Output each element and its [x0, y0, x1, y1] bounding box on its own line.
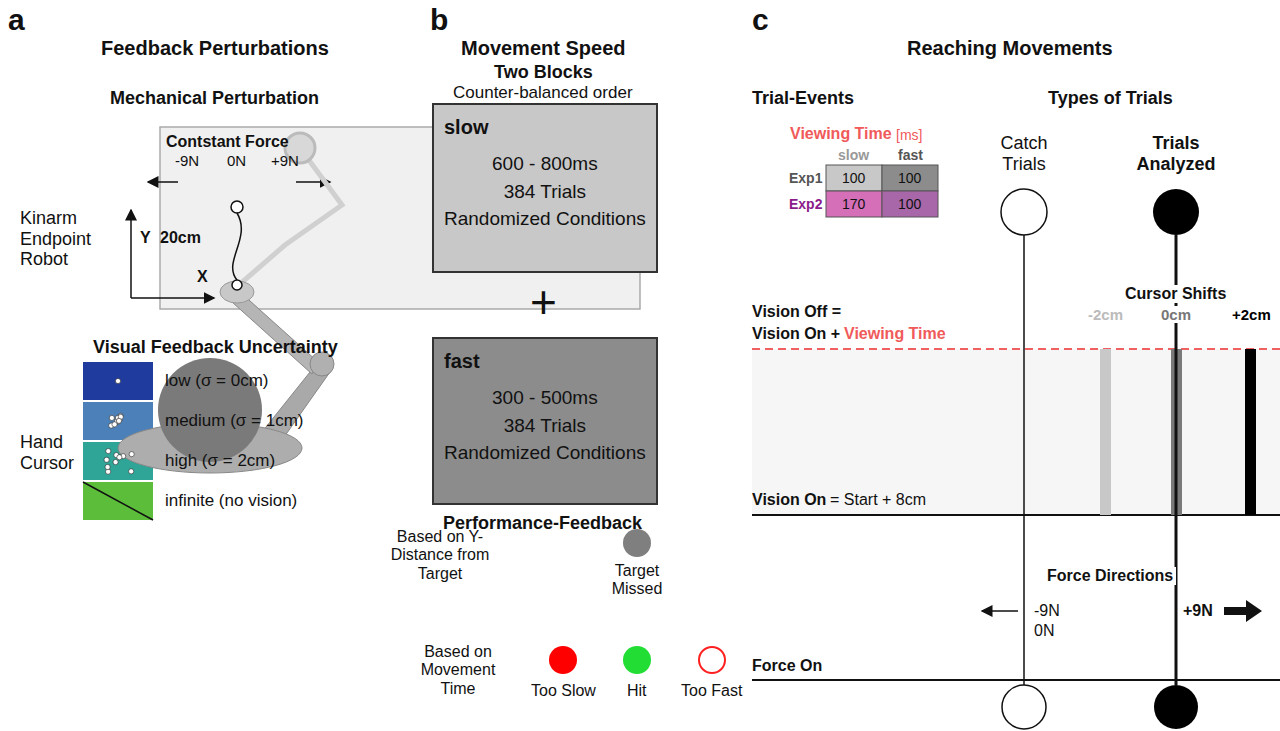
panel-title: Feedback Perturbations [101, 37, 329, 60]
block-detail: 600 - 800ms [492, 150, 598, 178]
event-label: Vision Off = [752, 303, 841, 321]
table-cell: 100 [898, 196, 921, 212]
legend-text: low (σ = 0cm) [165, 371, 269, 391]
feedback-rule: Based on Y-Distance from Target [385, 528, 495, 583]
legend-text: Target Missed [602, 562, 672, 599]
event-label: Viewing Time [844, 325, 946, 343]
legend-text: infinite (no vision) [165, 491, 297, 511]
force-value: -9N [1034, 602, 1060, 620]
legend-text: Too Fast [681, 682, 742, 700]
block-box: slow600 - 800ms384 TrialsRandomized Cond… [432, 103, 658, 273]
force-title: Force Directions [1044, 567, 1176, 585]
legend-swatch [549, 646, 577, 674]
trial-type: Trials Analyzed [1131, 133, 1221, 174]
shift-value: +2cm [1232, 306, 1271, 323]
shift-value: 0cm [1158, 306, 1194, 323]
panel-letter: a [8, 3, 25, 38]
force-value: -9N [175, 152, 199, 169]
axis-label: X [197, 268, 208, 286]
shift-title: Cursor Shifts [1122, 285, 1229, 303]
table-cell: 170 [842, 196, 865, 212]
axis-label: Y [140, 229, 151, 247]
force-value: +9N [1183, 602, 1213, 620]
block-detail: Randomized Conditions [444, 439, 646, 467]
table-header: fast [898, 147, 923, 163]
force-title: Contstant Force [166, 133, 289, 151]
event-label: Vision On + [752, 325, 840, 343]
legend-text: Hit [627, 682, 647, 700]
block-detail: Randomized Conditions [444, 205, 646, 233]
legend-text: Too Slow [531, 682, 596, 700]
block-detail: 384 Trials [504, 412, 586, 440]
plus-sign: + [530, 276, 557, 329]
section-title: Visual Feedback Uncertainty [93, 337, 338, 358]
section-title: Two Blocks [494, 62, 593, 83]
force-value: 0N [1034, 622, 1054, 640]
section-title: Types of Trials [1048, 88, 1173, 109]
legend-swatch [623, 646, 651, 674]
legend-swatch [698, 646, 726, 674]
legend-text: medium (σ = 1cm) [165, 411, 304, 431]
table-row-header: Exp2 [789, 196, 822, 212]
unit-label: [ms] [896, 127, 922, 143]
legend-text: high (σ = 2cm) [165, 451, 275, 471]
force-value: 0N [227, 152, 246, 169]
group-label: Hand Cursor [20, 432, 82, 473]
table-title: Viewing Time [790, 125, 892, 143]
block-detail: 384 Trials [504, 178, 586, 206]
section-title: Trial-Events [752, 88, 854, 109]
device-name: Kinarm Endpoint Robot [20, 208, 104, 270]
panel-letter: b [430, 3, 448, 38]
feedback-rule: Based on Movement Time [408, 643, 508, 698]
shift-value: -2cm [1088, 306, 1123, 323]
event-label: Force On [752, 657, 822, 675]
event-note: = Start + 8cm [830, 491, 926, 509]
trial-type: Catch Trials [989, 133, 1059, 174]
scale-label: 20cm [160, 229, 201, 247]
table-cell: 100 [898, 170, 921, 186]
section-title: Mechanical Perturbation [110, 88, 319, 109]
section-note: Counter-balanced order [453, 83, 633, 103]
block-heading: slow [444, 113, 488, 142]
legend-swatch [623, 529, 651, 557]
block-box: fast 300 - 500ms384 TrialsRandomized Cond… [432, 337, 658, 505]
panel-title: Movement Speed [461, 37, 625, 60]
block-heading: fast [444, 347, 480, 376]
panel-title: Reaching Movements [907, 37, 1113, 60]
table-cell: 100 [842, 170, 865, 186]
table-row-header: Exp1 [789, 170, 822, 186]
block-detail: 300 - 500ms [492, 384, 598, 412]
panel-letter: c [752, 3, 769, 38]
event-label: Vision On [752, 491, 826, 509]
force-value: +9N [271, 152, 299, 169]
table-header: slow [838, 147, 869, 163]
